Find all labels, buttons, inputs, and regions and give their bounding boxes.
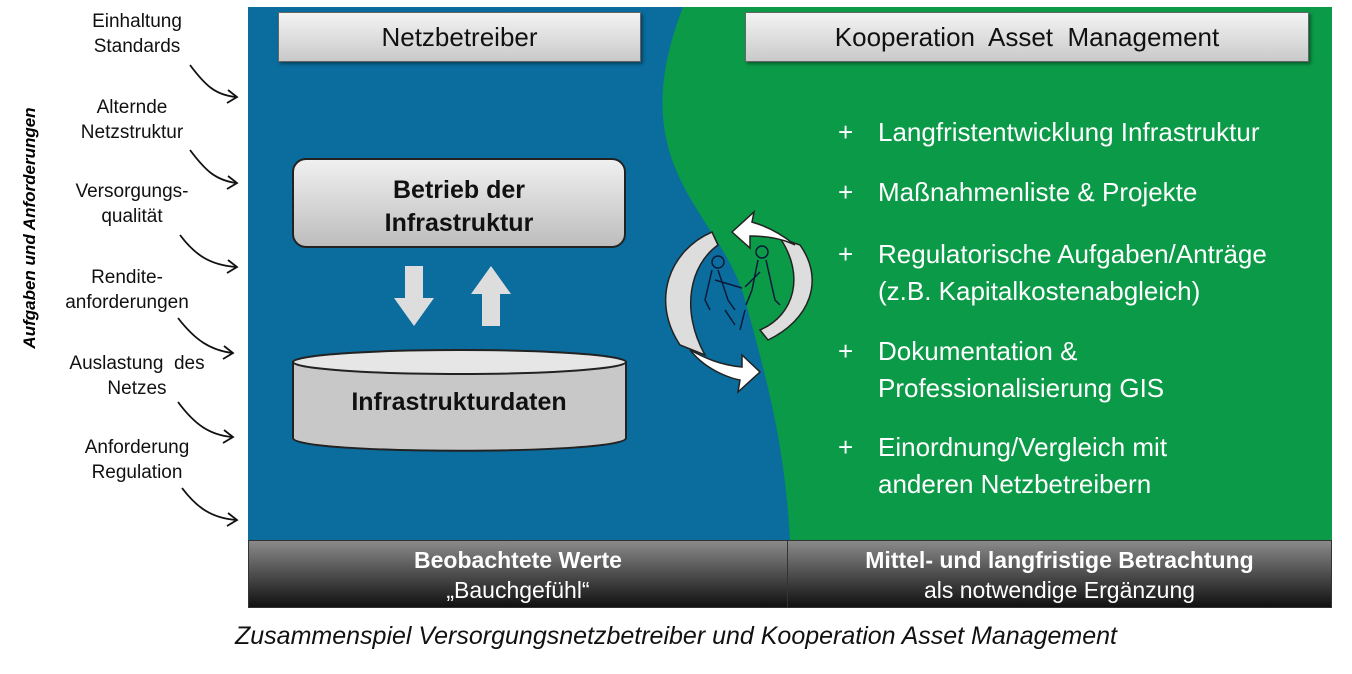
bottom-bar-left: Beobachtete Werte„Bauchgefühl“ (248, 540, 788, 608)
flow-arrows (394, 266, 511, 326)
bullet-item: +Langfristentwicklung Infrastruktur (838, 117, 1260, 147)
bullet-item: +Dokumentation &Professionalisierung GIS (838, 336, 1165, 403)
header-netzbetreiber: Netzbetreiber (278, 12, 641, 62)
header-kooperation: Kooperation Asset Management (745, 12, 1309, 62)
bullet-item: +Regulatorische Aufgaben/Anträge(z.B. Ka… (838, 239, 1267, 306)
arrow-down-icon (394, 266, 434, 326)
requirement-label: Rendite-anforderungen (65, 267, 189, 313)
handshake-icon (704, 245, 781, 331)
bullet-item: +Maßnahmenliste & Projekte (838, 177, 1198, 207)
requirement-arrows (177, 64, 239, 527)
caption: Zusammenspiel Versorgungsnetzbetreiber u… (235, 622, 1117, 650)
database-label: Infrastrukturdaten (351, 388, 567, 416)
database-cylinder (292, 349, 627, 452)
requirement-label: Versorgungs-qualität (75, 181, 189, 227)
side-label: Aufgaben und Anforderungen (20, 107, 39, 349)
cycle-arrows-icon (664, 209, 813, 395)
arrow-up-icon (471, 266, 511, 326)
